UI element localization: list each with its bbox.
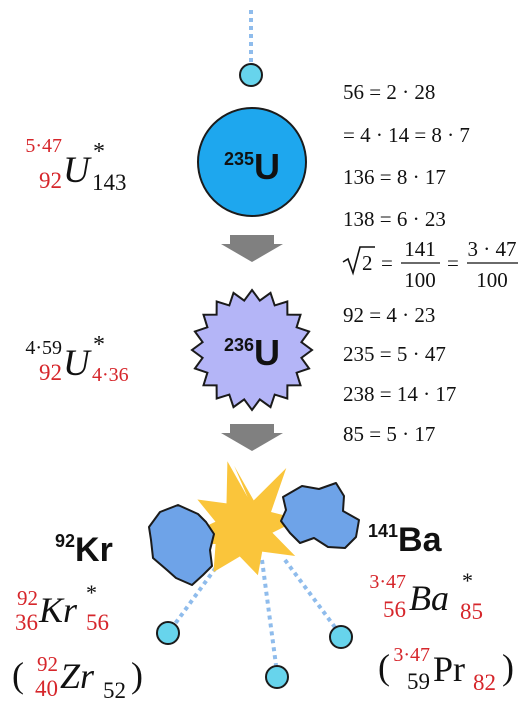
equation-sqrt2: 2 = 141 100 = 3 · 47 100 <box>342 237 518 292</box>
sqrt2-fraction1-denominator: 100 <box>404 268 436 292</box>
notation-zr-sup: 92 <box>37 652 58 676</box>
notation-kr-star: * <box>86 580 97 605</box>
notation-pr-symbol: Pr <box>433 649 465 689</box>
notation-pr-sub: 59 <box>407 669 430 694</box>
equation-92: 92 = 4 · 23 <box>343 303 435 327</box>
u235-label: 235U <box>224 146 280 187</box>
notation-zr-right-sub: 52 <box>103 678 126 703</box>
notation-u236-sub: 92 <box>39 360 62 385</box>
sqrt2-equals-2: = <box>447 251 459 275</box>
notation-u235-right-sub: 143 <box>92 170 127 195</box>
ba-symbol: Ba <box>398 521 443 559</box>
sqrt-sign <box>342 246 375 276</box>
down-arrow-icon <box>221 424 283 451</box>
notation-u235-sup: 5·47 <box>25 135 62 157</box>
u235-nucleus <box>197 107 307 217</box>
notation-zr-close-paren: ) <box>131 655 143 695</box>
notation-kr-right-sub: 56 <box>86 610 109 635</box>
notation-pr-close-paren: ) <box>502 647 514 687</box>
notation-ba-right-sub: 85 <box>460 599 483 624</box>
kr-mass: 92 <box>55 531 75 551</box>
incoming-neutron-icon <box>239 63 263 87</box>
neutron-icon <box>156 621 180 645</box>
equation-235: 235 = 5 · 47 <box>343 342 446 366</box>
ba-label: 141Ba <box>368 521 443 559</box>
notation-u235-star: * <box>93 139 105 165</box>
sqrt2-equals-1: = <box>381 251 393 275</box>
notation-zr-sub: 40 <box>35 676 58 701</box>
ba-fragment <box>280 482 360 549</box>
notation-ba-star: * <box>462 568 473 593</box>
sqrt2-radicand: 2 <box>362 251 373 275</box>
explosion-icon <box>168 461 300 576</box>
notation-u235-symbol: U <box>63 150 92 191</box>
equation-56: 56 = 2 · 28 <box>343 80 435 104</box>
neutron-path-left <box>170 553 227 630</box>
u236-label: 236U <box>224 332 280 373</box>
notation-u235-sub: 92 <box>39 168 62 193</box>
notation-u236-right-sub: 4·36 <box>92 364 129 386</box>
kr-fragment <box>148 504 215 586</box>
notation-zr-symbol: Zr <box>60 656 95 696</box>
neutron-path-right <box>283 558 339 632</box>
u235-mass: 235 <box>224 149 254 169</box>
notation-kr-sup: 92 <box>17 586 38 610</box>
neutron-icon <box>265 665 289 689</box>
equation-56-continued: = 4 · 14 = 8 · 7 <box>343 123 470 147</box>
notation-zr-open-paren: ( <box>12 655 24 695</box>
notation-kr-symbol: Kr <box>38 590 78 630</box>
neutron-path-middle <box>260 559 278 666</box>
equation-136: 136 = 8 · 17 <box>343 165 446 189</box>
equation-138: 138 = 6 · 23 <box>343 207 446 231</box>
notation-pr-open-paren: ( <box>378 647 390 687</box>
notation-kr-sub: 36 <box>15 610 38 635</box>
equation-238: 238 = 14 · 17 <box>343 382 456 406</box>
notation-ba-sup: 3·47 <box>369 571 406 593</box>
u235-symbol: U <box>254 146 280 187</box>
notation-u236-sup: 4·59 <box>25 337 62 359</box>
equation-85: 85 = 5 · 17 <box>343 422 435 446</box>
kr-label: 92Kr <box>55 531 113 569</box>
notation-u236-star: * <box>93 332 105 358</box>
sqrt2-fraction1-numerator: 141 <box>404 237 436 261</box>
u236-symbol: U <box>254 332 280 373</box>
notation-pr-sup: 3·47 <box>393 644 430 666</box>
u236-nucleus <box>190 288 314 412</box>
notation-pr-right-sub: 82 <box>473 670 496 695</box>
ba-mass: 141 <box>368 521 398 541</box>
notation-ba-symbol: Ba <box>409 578 449 618</box>
notation-ba-sub: 56 <box>383 597 406 622</box>
sqrt2-fraction2-numerator: 3 · 47 <box>468 237 517 261</box>
kr-symbol: Kr <box>75 531 113 569</box>
neutron-icon <box>329 625 353 649</box>
sqrt2-fraction2-denominator: 100 <box>476 268 508 292</box>
u236-mass: 236 <box>224 335 254 355</box>
down-arrow-icon <box>221 235 283 262</box>
notation-u236-symbol: U <box>63 343 92 384</box>
